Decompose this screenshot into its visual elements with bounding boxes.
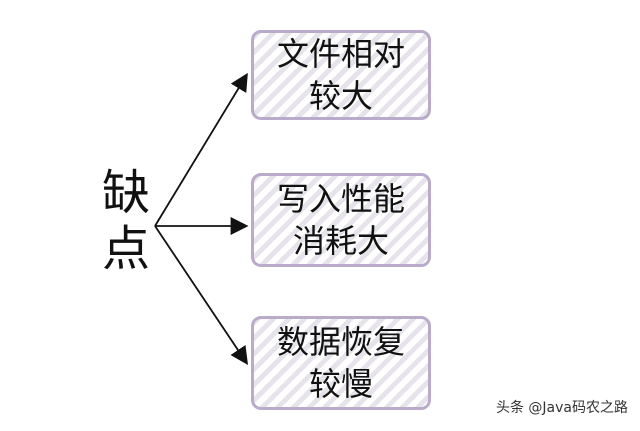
arrow-3 (154, 225, 249, 365)
box-2: 写入性能消耗大 (251, 173, 431, 267)
root-label: 缺点 (101, 165, 150, 277)
watermark: 头条 @Java码农之路 (495, 400, 628, 416)
box-1-label: 文件相对较大 (276, 35, 405, 115)
box-3: 数据恢复较慢 (251, 316, 431, 410)
box-2-label: 写入性能消耗大 (276, 180, 405, 260)
box-3-label: 数据恢复较慢 (276, 323, 405, 403)
arrow-1 (154, 72, 248, 227)
box-1: 文件相对较大 (251, 30, 431, 120)
